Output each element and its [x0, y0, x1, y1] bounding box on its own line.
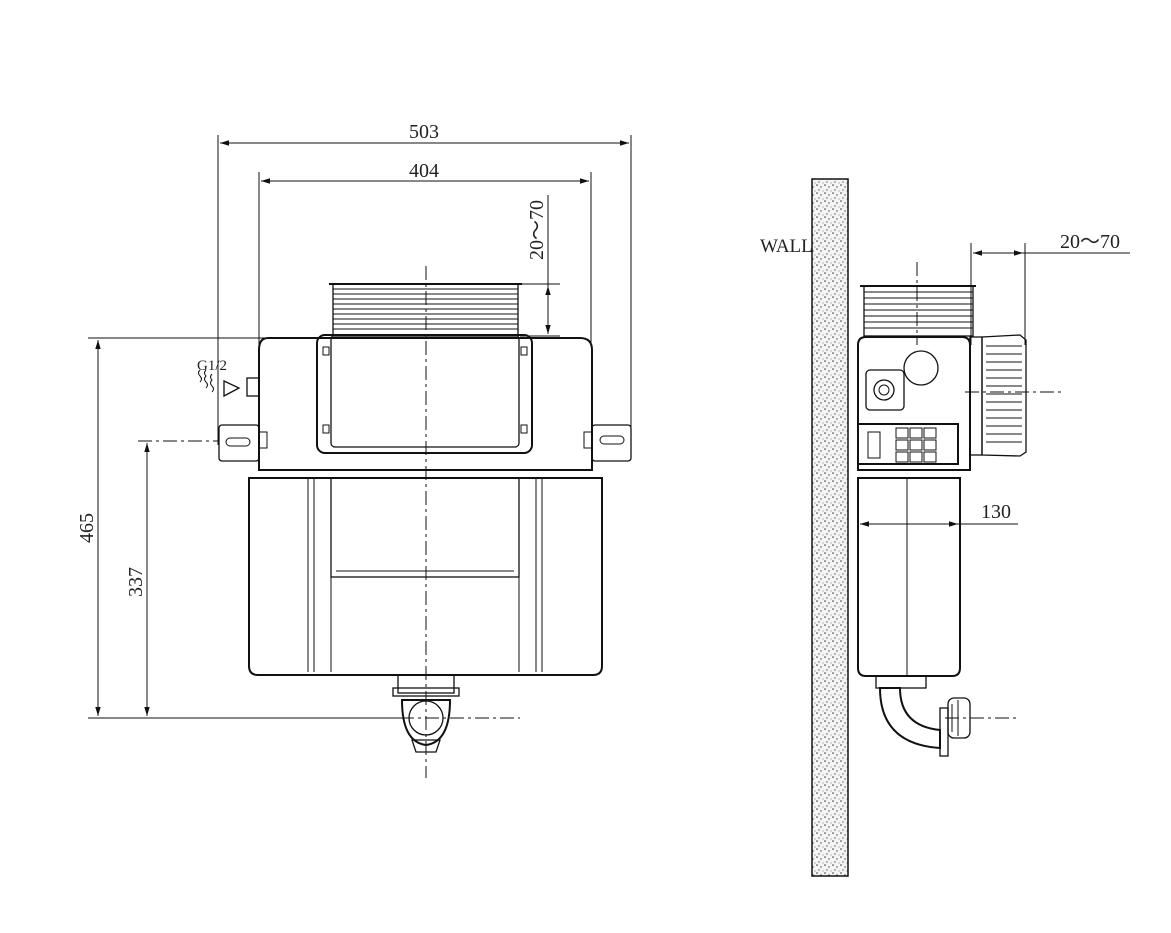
dim-130-label: 130	[981, 501, 1011, 523]
dimension-465: 465	[76, 340, 101, 716]
side-front-collar	[969, 334, 1027, 457]
dim-503-label: 503	[409, 121, 439, 143]
dimension-20-70-side: 20～70	[970, 231, 1130, 345]
side-outlet	[875, 675, 971, 757]
dim-20-70-side-label: 20～70	[1060, 231, 1120, 253]
side-view: WALL 20～70	[760, 178, 1130, 877]
dim-404-label: 404	[409, 160, 439, 182]
inlet-arrow-icon	[223, 379, 241, 398]
dimension-503: 503	[217, 121, 632, 445]
wall-label: WALL	[760, 236, 813, 257]
dimension-404: 404	[258, 160, 592, 345]
dim-465-label: 465	[76, 513, 98, 543]
wall-section	[811, 178, 849, 877]
water-wave-icon	[198, 369, 214, 393]
inlet-label: G1/2	[197, 358, 227, 374]
dimension-337: 337	[125, 440, 218, 716]
dim-337-label: 337	[125, 567, 147, 597]
side-top-collar	[860, 285, 976, 337]
dimension-130: 130	[860, 501, 1018, 527]
dimension-20-70-front: 20～70	[520, 195, 560, 337]
front-tank	[248, 477, 603, 676]
dim-20-70-front-label: 20～70	[526, 200, 548, 260]
front-view: 503 404 20～70 465 337	[76, 121, 632, 778]
side-bracket	[857, 423, 959, 465]
